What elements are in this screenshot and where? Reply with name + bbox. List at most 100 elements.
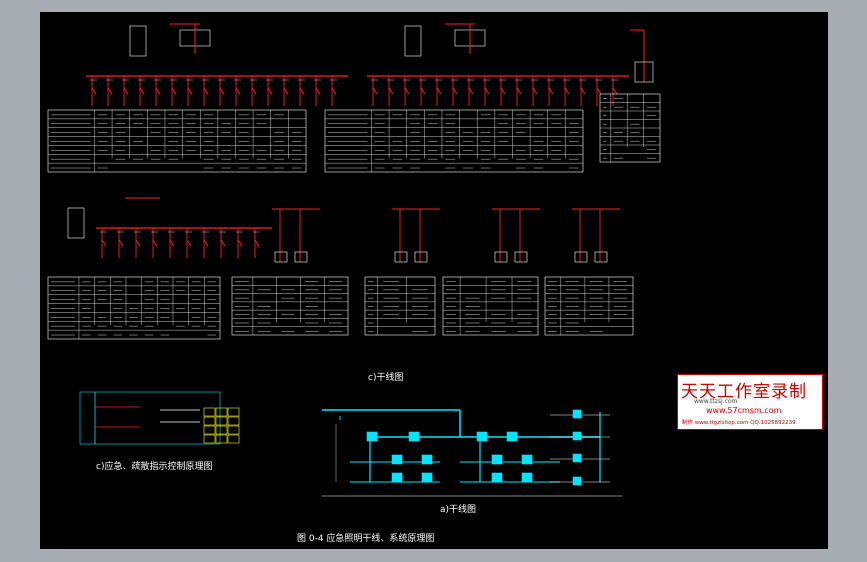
- breaker-symbol: [186, 239, 192, 247]
- panel-6-device: [394, 251, 408, 263]
- breaker-symbol: [404, 87, 410, 95]
- breaker-symbol: [580, 87, 586, 95]
- panel-6-table: [364, 276, 436, 336]
- breaker-symbol: [331, 87, 337, 95]
- breaker-symbol: [169, 239, 175, 247]
- figure-title: 图 0-4 应急照明干线、系统原理图: [297, 534, 435, 544]
- trunk-panel-box: [366, 431, 378, 442]
- cad-drawing: [47, 23, 661, 497]
- trunk-panel-box: [506, 431, 518, 442]
- watermark-box: 天天工作室录制 www.ttzsj.com www.57cmsm.com 制作 …: [677, 374, 823, 430]
- panel-1-table: [47, 109, 307, 173]
- trunk-panel-box: [421, 454, 433, 465]
- panel-4-legend: [67, 207, 85, 239]
- terminal-block: [215, 416, 228, 426]
- terminal-block: [203, 434, 216, 444]
- breaker-symbol: [237, 239, 243, 247]
- breaker-symbol: [187, 87, 193, 95]
- terminal-block: [227, 425, 240, 435]
- breaker-symbol: [152, 239, 158, 247]
- breaker-symbol: [596, 87, 602, 95]
- terminal-block: [215, 425, 228, 435]
- watermark-title: 天天工作室录制: [681, 382, 807, 402]
- panel-7-table: [442, 276, 539, 336]
- breaker-symbol: [612, 87, 618, 95]
- panel-7-device: [494, 251, 508, 263]
- caption-control-schematic: c)应急、疏散指示控制原理图: [96, 462, 213, 472]
- terminal-block: [203, 425, 216, 435]
- trunk-panel-box: [408, 431, 420, 442]
- watermark-contact: 制作 www.ttgzlshop.com QQ:1025892239: [682, 420, 796, 426]
- panel-8-device: [574, 251, 588, 263]
- breaker-symbol: [101, 239, 107, 247]
- terminal-block: [227, 416, 240, 426]
- breaker-symbol: [203, 239, 209, 247]
- trunk-floor-box: [572, 453, 582, 463]
- breaker-symbol: [548, 87, 554, 95]
- breaker-symbol: [254, 239, 260, 247]
- breaker-symbol: [315, 87, 321, 95]
- trunk-panel-box: [521, 472, 533, 483]
- caption-a-trunk: a)干线图: [440, 505, 477, 515]
- trunk-floor-box: [572, 409, 582, 419]
- control-schematic-frame: [79, 391, 221, 445]
- panel-4-table: [47, 276, 221, 340]
- terminal-block: [227, 434, 240, 444]
- terminal-block: [203, 407, 216, 417]
- breaker-symbol: [118, 239, 124, 247]
- breaker-symbol: [251, 87, 257, 95]
- breaker-symbol: [436, 87, 442, 95]
- trunk-panel-box: [391, 454, 403, 465]
- panel-2-table: [324, 109, 584, 173]
- panel-5-device: [294, 251, 308, 263]
- trunk-panel-box: [476, 431, 488, 442]
- terminal-block: [215, 434, 228, 444]
- breaker-symbol: [219, 87, 225, 95]
- trunk-floor-box: [572, 476, 582, 486]
- watermark-url-main: www.57cmsm.com: [706, 406, 782, 415]
- breaker-symbol: [468, 87, 474, 95]
- trunk-panel-box: [421, 472, 433, 483]
- breaker-symbol: [107, 87, 113, 95]
- panel-3-box: [634, 61, 654, 83]
- breaker-symbol: [516, 87, 522, 95]
- breaker-symbol: [372, 87, 378, 95]
- breaker-symbol: [299, 87, 305, 95]
- breaker-symbol: [388, 87, 394, 95]
- terminal-block: [203, 416, 216, 426]
- watermark-url-small: www.ttzsj.com: [694, 398, 738, 405]
- caption-c-trunk: c)干线图: [368, 373, 404, 383]
- breaker-symbol: [235, 87, 241, 95]
- terminal-block: [227, 407, 240, 417]
- breaker-symbol: [135, 239, 141, 247]
- breaker-symbol: [283, 87, 289, 95]
- trunk-panel-box: [491, 454, 503, 465]
- breaker-symbol: [155, 87, 161, 95]
- breaker-symbol: [139, 87, 145, 95]
- breaker-symbol: [171, 87, 177, 95]
- breaker-symbol: [203, 87, 209, 95]
- panel-8-table: [544, 276, 634, 336]
- breaker-symbol: [123, 87, 129, 95]
- trunk-floor-box: [572, 431, 582, 441]
- breaker-symbol: [452, 87, 458, 95]
- panel-8-device: [594, 251, 608, 263]
- breaker-symbol: [220, 239, 226, 247]
- drawing-viewport[interactable]: c)干线图 c)应急、疏散指示控制原理图 a)干线图 图 0-4 应急照明干线、…: [40, 12, 828, 549]
- trunk-panel-box: [491, 472, 503, 483]
- legend-box: [129, 25, 147, 57]
- terminal-block: [215, 407, 228, 417]
- breaker-symbol: [564, 87, 570, 95]
- breaker-symbol: [267, 87, 273, 95]
- breaker-symbol: [420, 87, 426, 95]
- breaker-symbol: [500, 87, 506, 95]
- panel-7-device: [514, 251, 528, 263]
- trunk-panel-box: [391, 472, 403, 483]
- breaker-symbol: [532, 87, 538, 95]
- panel-5-device: [274, 251, 288, 263]
- breaker-symbol: [484, 87, 490, 95]
- breaker-symbol: [91, 87, 97, 95]
- panel-6-device: [414, 251, 428, 263]
- panel-5-table: [231, 276, 349, 336]
- trunk-panel-box: [521, 454, 533, 465]
